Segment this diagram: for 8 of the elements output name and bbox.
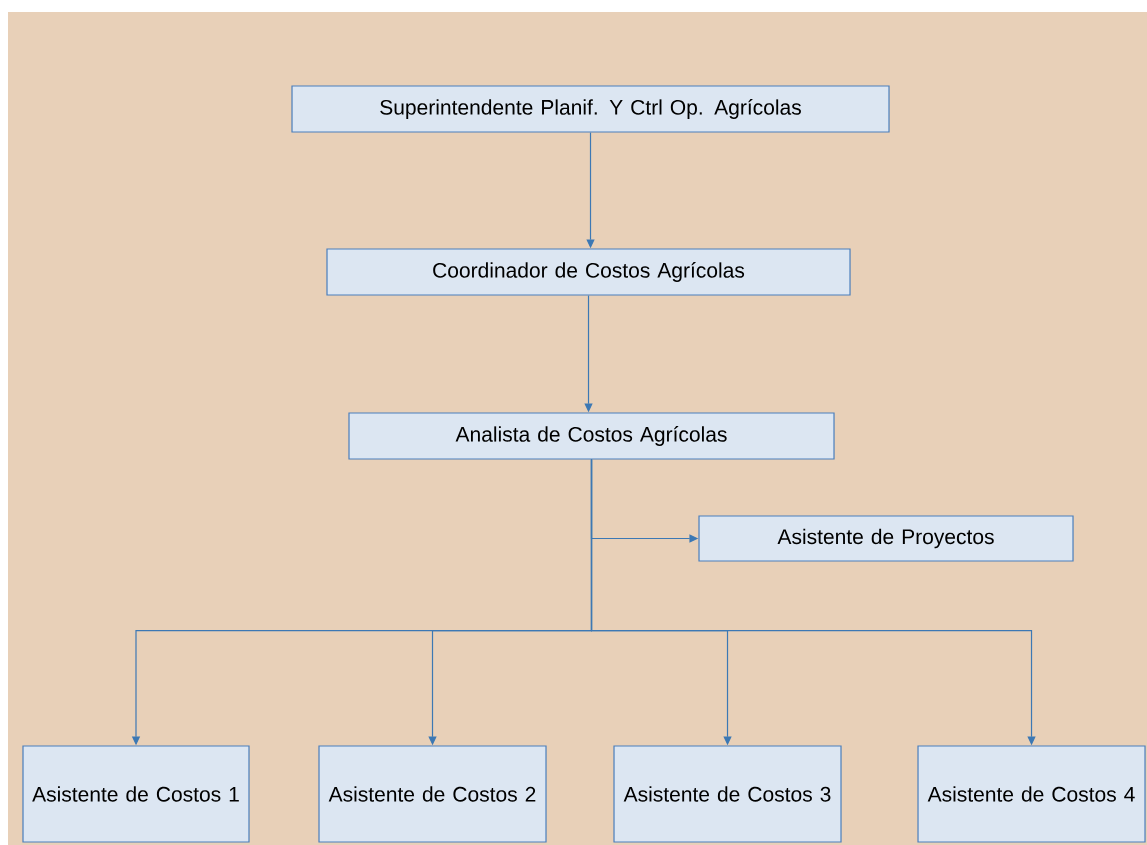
org-box: Coordinador de Costos Agrícolas xyxy=(326,248,851,296)
org-box: Analista de Costos Agrícolas xyxy=(348,412,835,460)
org-box: Asistente de Costos 1 xyxy=(22,745,250,843)
org-box: Asistente de Costos 3 xyxy=(613,745,842,843)
org-box: Asistente de Costos 2 xyxy=(318,745,547,843)
org-box: Superintendente Planif. Y Ctrl Op. Agrícolas xyxy=(291,85,890,133)
org-box: Asistente de Costos 4 xyxy=(917,745,1146,843)
org-box: Asistente de Proyectos xyxy=(698,515,1074,562)
